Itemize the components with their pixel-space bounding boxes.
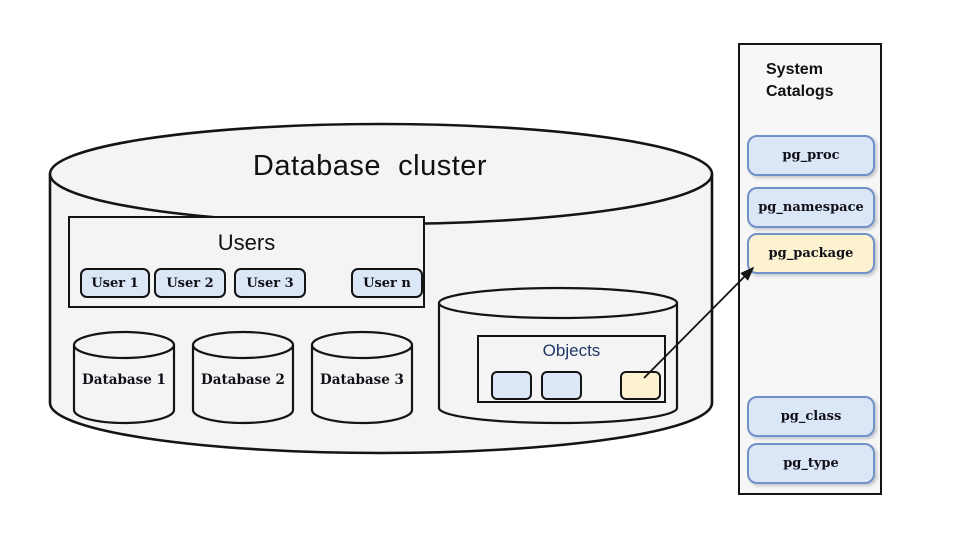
user-3-box: User 3 [234,268,306,298]
database-cluster-title: Database cluster [252,150,488,182]
catalog-item-pg-namespace: pg_namespace [747,187,875,228]
database-3-label: Database 3 [320,372,404,388]
object-item-2 [541,371,582,400]
objects-title: Objects [542,341,601,360]
catalog-item-pg-package: pg_package [747,233,875,274]
user-2-box: User 2 [154,268,226,298]
catalog-item-pg-class: pg_class [747,396,875,437]
database-1-label: Database 1 [82,372,166,388]
system-catalogs-title: System Catalogs [766,61,834,100]
system-catalogs-panel: System Catalogs pg_proc pg_namespace pg_… [738,43,882,495]
database-2-label: Database 2 [201,372,285,388]
catalog-item-pg-type: pg_type [747,443,875,484]
objects-box: Objects [477,335,666,403]
users-title: Users [217,230,276,255]
object-item-package [620,371,661,400]
users-box: Users User 1 User 2 User 3 User n [68,216,425,308]
user-n-box: User n [351,268,423,298]
object-item-1 [491,371,532,400]
catalog-item-pg-proc: pg_proc [747,135,875,176]
user-1-box: User 1 [80,268,150,298]
